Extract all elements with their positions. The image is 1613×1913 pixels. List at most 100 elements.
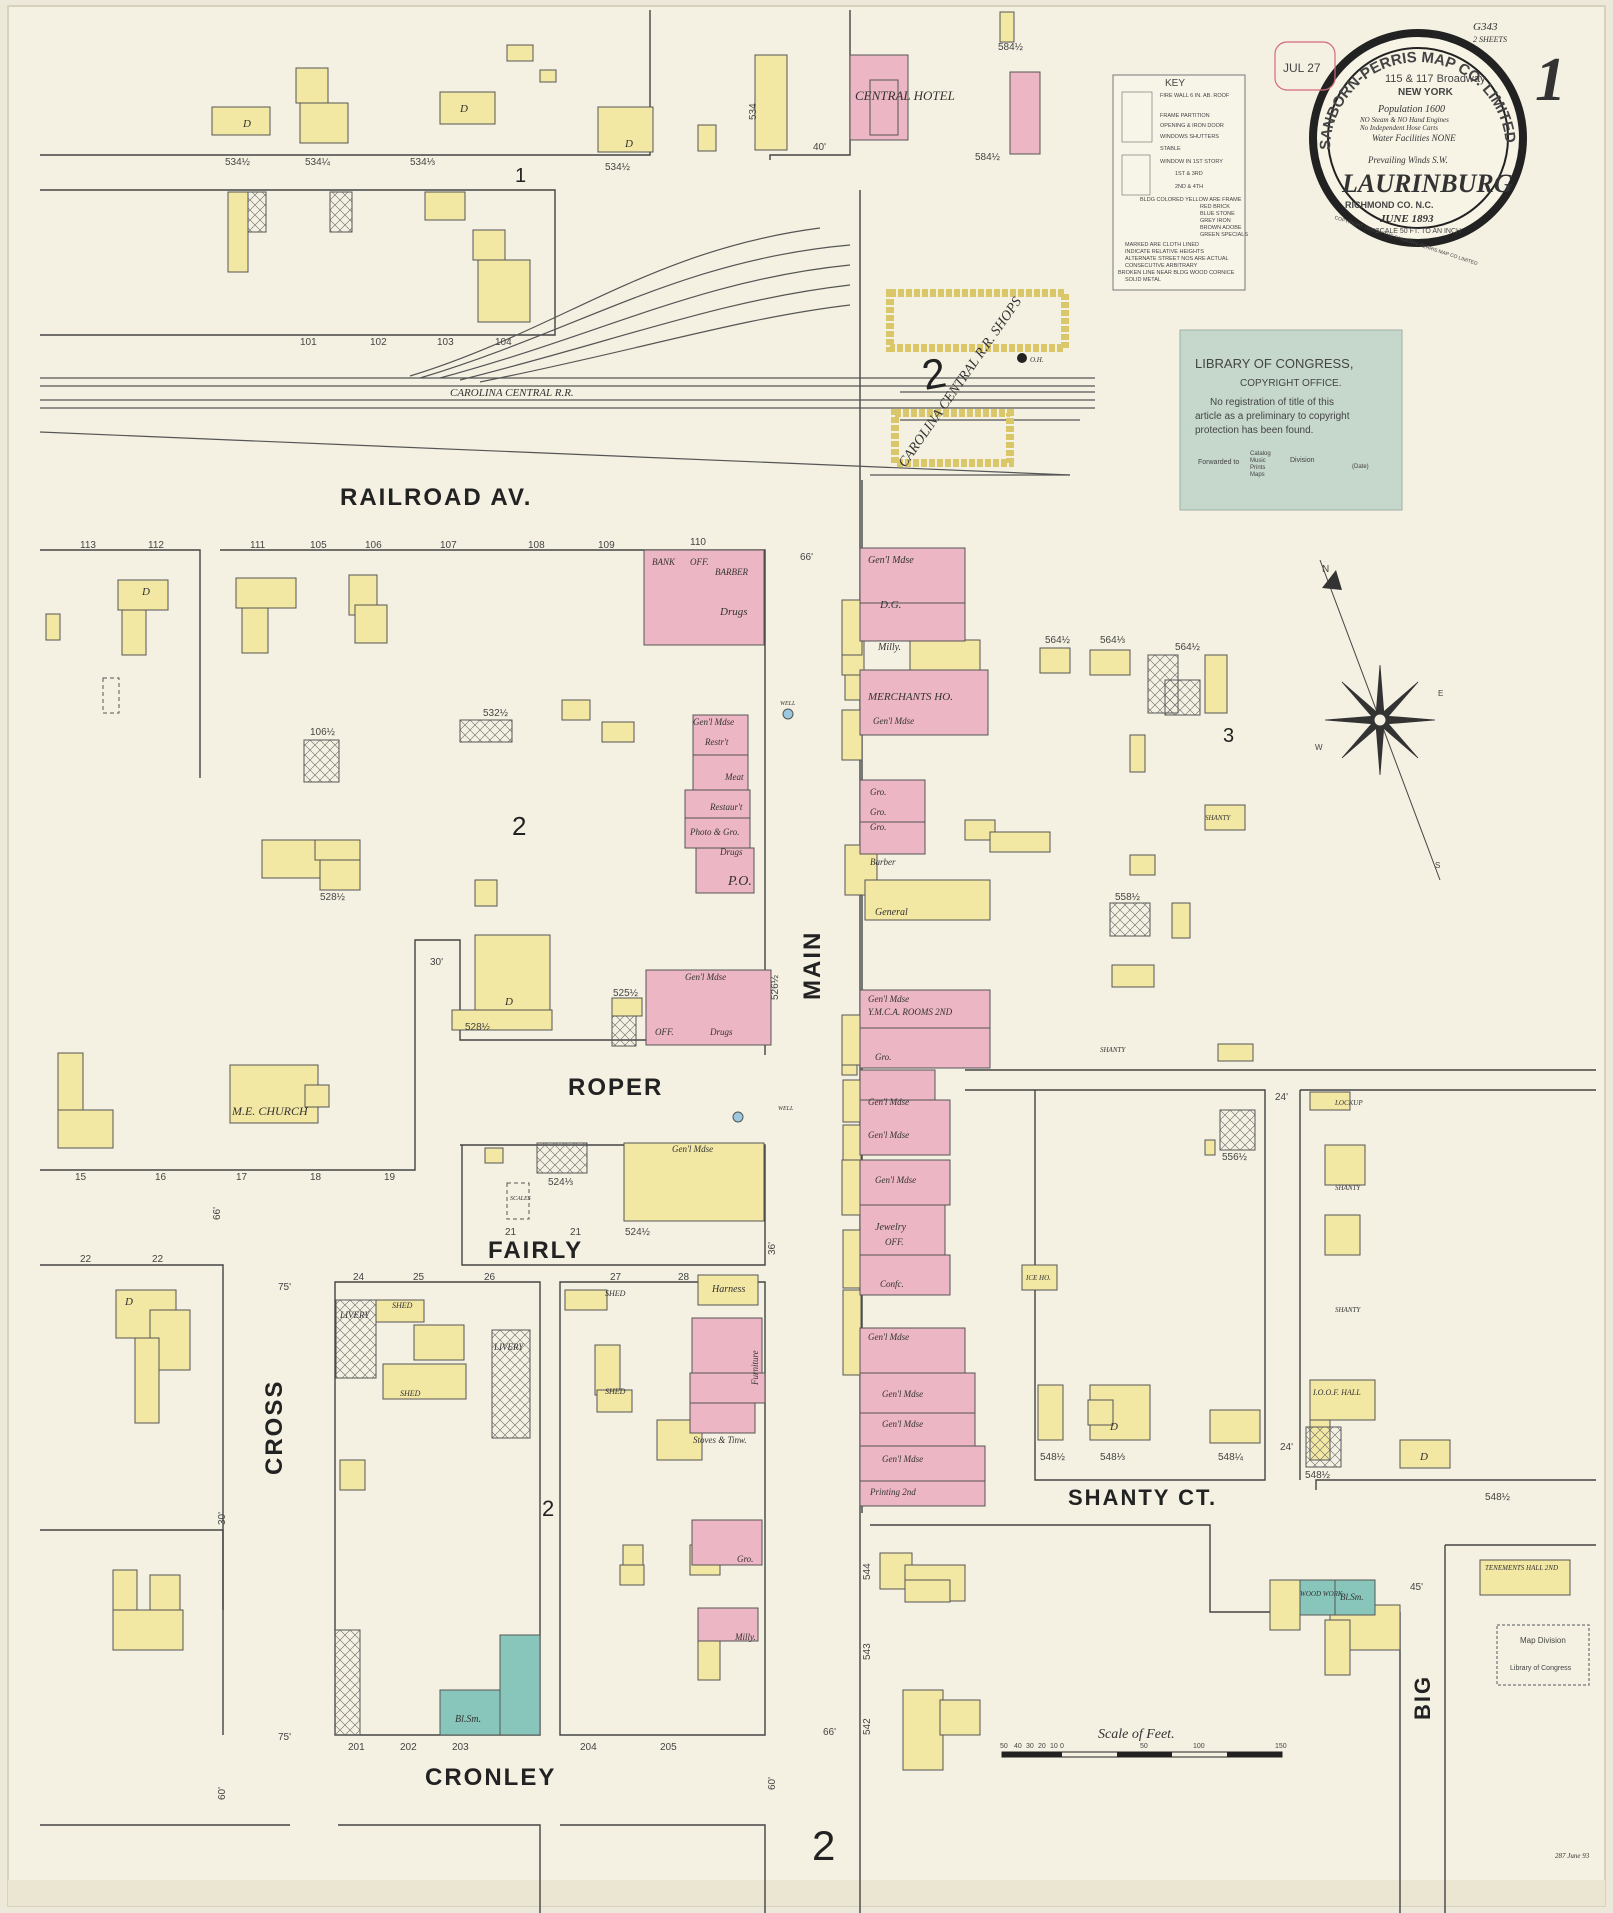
- seal-hose: No Independent Hose Carts: [1359, 124, 1438, 132]
- seal-water: Water Facilities NONE: [1372, 133, 1456, 143]
- house-number: 202: [400, 1742, 417, 1753]
- key-row: FIRE WALL 6 IN. AB. ROOF: [1160, 93, 1230, 99]
- house-number: 110: [690, 537, 706, 548]
- house-number: 18: [310, 1172, 322, 1183]
- sheets-note: 2 SHEETS: [1473, 35, 1507, 44]
- label-shanty: SHANTY: [1335, 1306, 1361, 1314]
- house-number: 558½: [1115, 892, 1141, 903]
- scale-tick: 30: [1026, 1743, 1034, 1750]
- label-shanty: SHANTY: [1205, 814, 1231, 822]
- label-gen-mdse: Gen'l Mdse: [873, 716, 914, 726]
- label-gen-mdse: Gen'l Mdse: [868, 555, 914, 566]
- loc-division: Division: [1290, 457, 1315, 464]
- house-number: 205: [660, 1742, 677, 1753]
- house-number: 548⅓: [1100, 1452, 1126, 1463]
- label-gen-mdse: Gen'l Mdse: [882, 1419, 923, 1429]
- house-number: 548½: [1305, 1470, 1331, 1481]
- label-dwelling: D: [504, 996, 513, 1008]
- label-gen-mdse: Gen'l Mdse: [875, 1175, 916, 1185]
- label-gen-mdse: Gen'l Mdse: [693, 717, 734, 727]
- seal-engines: NO Steam & NO Hand Engines: [1359, 116, 1449, 124]
- key-row: BROWN ADOBE: [1200, 225, 1242, 231]
- house-number: 24: [353, 1272, 365, 1283]
- label-dwelling: D: [624, 138, 633, 150]
- house-number: 30': [217, 1512, 228, 1525]
- key-row: 1ST & 3RD: [1175, 171, 1203, 177]
- railroad-name: CAROLINA CENTRAL R.R.: [450, 387, 574, 399]
- well-marker: [782, 708, 794, 720]
- block-number: 2: [512, 811, 526, 841]
- house-number: 101: [300, 337, 317, 348]
- house-number: 66': [212, 1207, 223, 1220]
- paper-edge: [8, 1880, 1605, 1906]
- key-row: BROKEN LINE NEAR BLDG WOOD CORNICE: [1118, 270, 1235, 276]
- label-gen-mdse: Gen'l Mdse: [868, 1332, 909, 1342]
- house-number: 45': [1410, 1582, 1423, 1593]
- label-restaurt: Restaur't: [709, 802, 743, 812]
- house-number: 109: [598, 540, 615, 551]
- key-row: SOLID METAL: [1125, 277, 1161, 283]
- house-number: 105: [310, 540, 327, 551]
- key-title: KEY: [1165, 78, 1185, 89]
- seal-scale: SCALE 50 FT. TO AN INCH: [1375, 228, 1461, 235]
- loc-music: Music: [1250, 458, 1266, 464]
- key-row: ALTERNATE STREET NOS ARE ACTUAL: [1125, 256, 1229, 262]
- well-marker: [732, 1111, 744, 1123]
- label-bank: BANK: [652, 557, 676, 567]
- label-well: WELL: [778, 1106, 794, 1112]
- house-number: 543: [862, 1643, 873, 1660]
- house-number: 548¼: [1218, 1451, 1244, 1463]
- key-row: STABLE: [1160, 146, 1181, 152]
- label-jewelry: Jewelry: [875, 1222, 907, 1233]
- seal-population: Population 1600: [1377, 104, 1445, 115]
- house-number: 25: [413, 1272, 425, 1283]
- house-number: 548½: [1040, 1452, 1066, 1463]
- house-number: 534⅓: [410, 157, 436, 168]
- house-number: 203: [452, 1742, 469, 1753]
- house-number: 66': [800, 552, 813, 563]
- label-drugs: Drugs: [719, 847, 743, 857]
- key-row: WINDOWS SHUTTERS: [1160, 134, 1219, 140]
- frame-buildings: [45, 11, 1571, 1771]
- house-number: 75': [278, 1732, 291, 1743]
- house-number: 201: [348, 1742, 365, 1753]
- label-dwelling: D: [141, 586, 150, 598]
- label-scales: SCALES: [510, 1196, 531, 1202]
- key-row: GREY IRON: [1200, 218, 1231, 224]
- building-labels: CENTRAL HOTEL BANK OFF. BARBER Drugs Gen…: [124, 88, 1558, 1725]
- label-ymca: Y.M.C.A. ROOMS 2ND: [868, 1007, 953, 1017]
- house-number: 564½: [1045, 635, 1071, 646]
- label-dwelling: D: [124, 1296, 133, 1308]
- house-number: 103: [437, 337, 454, 348]
- loc-body: protection has been found.: [1195, 425, 1313, 436]
- scale-tick: 40: [1014, 1743, 1022, 1750]
- key-row: 2ND & 4TH: [1175, 184, 1203, 190]
- key-legend: KEY FIRE WALL 6 IN. AB. ROOF FRAME PARTI…: [1112, 74, 1248, 291]
- loc-body: article as a preliminary to copyright: [1195, 411, 1350, 422]
- label-lockup: LOCKUP: [1334, 1099, 1363, 1107]
- house-number: 28: [678, 1272, 690, 1283]
- sheet-number: 1: [1535, 46, 1566, 114]
- house-number: 556½: [1222, 1152, 1248, 1163]
- compass-n: N: [1322, 564, 1329, 575]
- label-po: P.O.: [727, 874, 752, 889]
- loc-catalog: Catalog: [1250, 451, 1271, 457]
- key-row: GREEN SPECIALS: [1200, 232, 1248, 238]
- street-railroad-av: RAILROAD AV.: [340, 484, 532, 511]
- label-dg: D.G.: [879, 599, 901, 611]
- label-gen-mdse: Gen'l Mdse: [868, 1130, 909, 1140]
- scale-tick: 50: [1140, 1743, 1148, 1750]
- corner-note: 287 June 93: [1555, 1852, 1590, 1860]
- label-drugs: Drugs: [709, 1027, 733, 1037]
- label-furniture: Furniture: [750, 1350, 760, 1386]
- label-barber: Barber: [870, 857, 896, 867]
- loc-maps: Maps: [1250, 472, 1265, 478]
- label-stoves-tinw: Stoves & Tinw.: [693, 1435, 747, 1445]
- house-number: 525½: [613, 988, 639, 999]
- loc-body: No registration of title of this: [1210, 397, 1334, 408]
- label-well: WELL: [780, 701, 796, 707]
- label-gro: Gro.: [870, 822, 886, 832]
- compass-s: S: [1435, 861, 1440, 870]
- house-number: 542: [862, 1718, 873, 1735]
